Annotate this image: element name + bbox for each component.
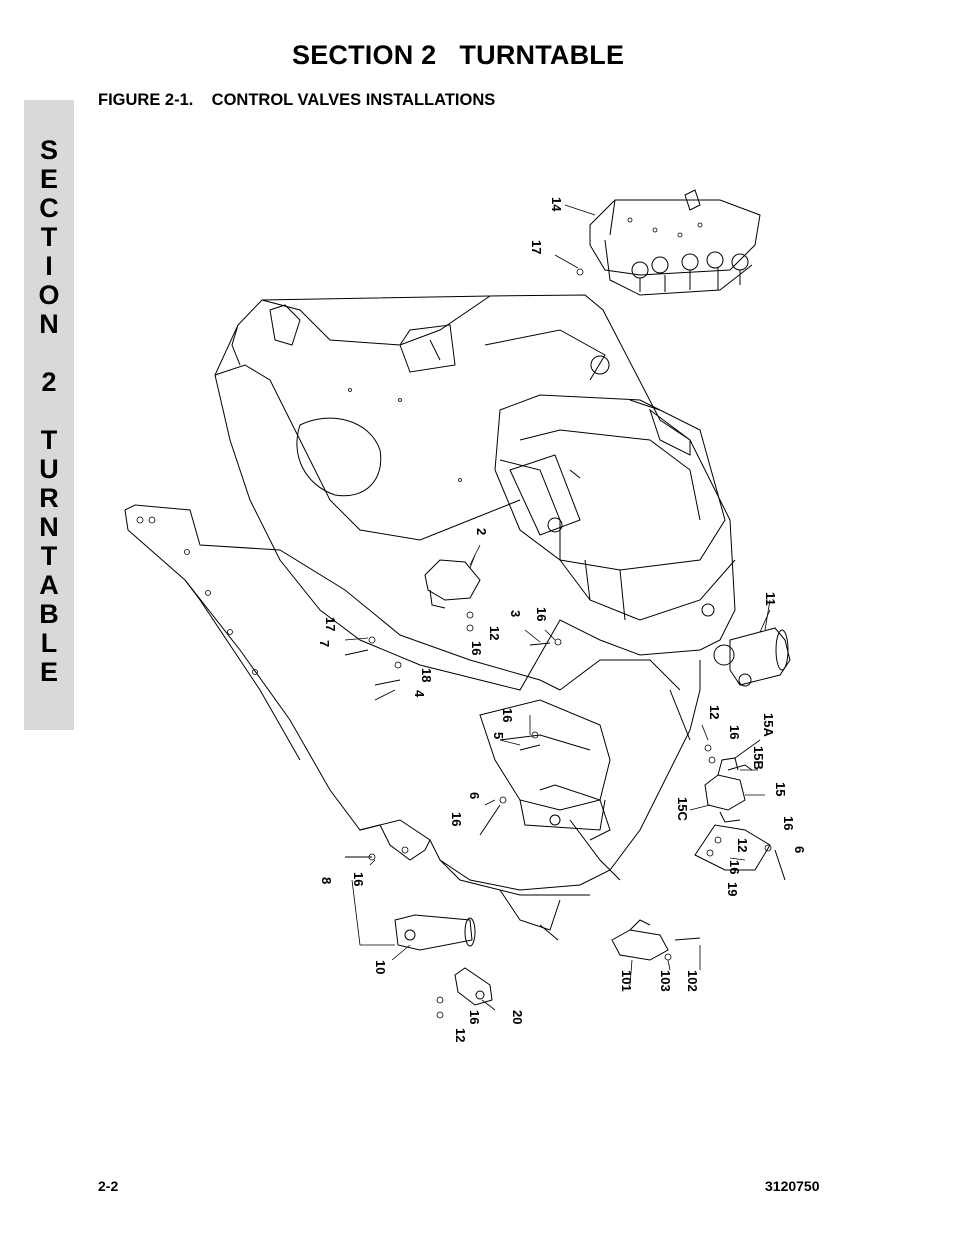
side-tab-letter: T bbox=[40, 222, 58, 252]
side-tab-letter: I bbox=[45, 251, 53, 281]
turntable-frame bbox=[214, 294, 736, 691]
valve-15 bbox=[704, 739, 765, 823]
callout-11: 11 bbox=[763, 592, 778, 606]
callout-101: 101 bbox=[619, 970, 634, 992]
callout-18: 18 bbox=[419, 668, 434, 682]
callout-14: 14 bbox=[549, 197, 564, 212]
page-number: 2-2 bbox=[98, 1178, 119, 1194]
callout-5: 5 bbox=[491, 732, 506, 739]
callout-103: 103 bbox=[658, 970, 673, 992]
figure-title: FIGURE 2-1. CONTROL VALVES INSTALLATIONS bbox=[98, 91, 496, 109]
side-tab-letter: N bbox=[39, 512, 59, 542]
fasteners bbox=[344, 268, 786, 1019]
section-side-tab: S E C T I O N 2 T U R N T A B L E bbox=[24, 100, 74, 730]
side-tab-letter: A bbox=[39, 570, 59, 600]
bracket-19 bbox=[694, 824, 771, 871]
callout-16: 16 bbox=[727, 725, 742, 739]
turntable-box-assembly bbox=[494, 394, 736, 621]
left-side-plate bbox=[124, 504, 561, 831]
side-tab-letter: U bbox=[39, 454, 59, 484]
callout-12: 12 bbox=[707, 705, 722, 719]
callout-3: 3 bbox=[508, 610, 523, 617]
component-2 bbox=[424, 554, 481, 609]
component-101 bbox=[611, 919, 669, 961]
callout-16: 16 bbox=[534, 607, 549, 621]
callout-7: 7 bbox=[317, 640, 332, 647]
side-tab-letter: E bbox=[39, 164, 58, 194]
filter-10 bbox=[351, 879, 476, 951]
callout-6: 6 bbox=[467, 792, 482, 799]
side-tab-letter: R bbox=[39, 483, 59, 513]
callout-12: 12 bbox=[453, 1028, 468, 1042]
callout-16: 16 bbox=[449, 812, 464, 826]
filter-11 bbox=[713, 599, 791, 687]
side-tab-letter: N bbox=[39, 309, 59, 339]
leader-lines bbox=[344, 204, 771, 1011]
callout-16: 16 bbox=[727, 860, 742, 874]
callout-10: 10 bbox=[373, 960, 388, 974]
side-tab-letter: B bbox=[39, 599, 59, 629]
callout-2: 2 bbox=[474, 528, 489, 535]
side-tab-number: 2 bbox=[41, 367, 57, 397]
lower-frame bbox=[359, 659, 701, 941]
valve-block-14 bbox=[589, 189, 761, 296]
callout-labels: 14 17 2 11 3 16 16 12 17 7 18 4 5 16 12 … bbox=[317, 197, 807, 1042]
side-tab-letter: C bbox=[39, 193, 59, 223]
callout-6: 6 bbox=[792, 846, 807, 853]
component-20 bbox=[454, 967, 493, 1006]
callout-102: 102 bbox=[685, 970, 700, 992]
callout-20: 20 bbox=[510, 1010, 525, 1024]
callout-17: 17 bbox=[529, 240, 544, 254]
callout-15c: 15C bbox=[675, 797, 690, 821]
callout-12: 12 bbox=[735, 838, 750, 852]
callout-16: 16 bbox=[351, 872, 366, 886]
section-title: SECTION 2 TURNTABLE bbox=[292, 40, 625, 70]
callout-12: 12 bbox=[487, 626, 502, 640]
callout-8: 8 bbox=[319, 877, 334, 884]
side-tab-letter: L bbox=[40, 628, 58, 658]
callout-16: 16 bbox=[500, 708, 515, 722]
side-tab-letter: O bbox=[38, 280, 60, 310]
side-tab-letter: T bbox=[40, 541, 58, 571]
callout-17: 17 bbox=[323, 617, 338, 631]
callout-16: 16 bbox=[467, 1010, 482, 1024]
callout-4: 4 bbox=[412, 690, 427, 698]
callout-19: 19 bbox=[725, 882, 740, 896]
side-tab-letter: E bbox=[39, 657, 58, 687]
side-tab-letter: T bbox=[40, 425, 58, 455]
callout-16: 16 bbox=[469, 641, 484, 655]
side-tab-letter: S bbox=[39, 135, 58, 165]
callout-15: 15 bbox=[773, 782, 788, 796]
callout-15b: 15B bbox=[751, 746, 766, 770]
callout-15a: 15A bbox=[761, 713, 776, 737]
callout-16: 16 bbox=[781, 816, 796, 830]
document-number: 3120750 bbox=[765, 1178, 820, 1194]
